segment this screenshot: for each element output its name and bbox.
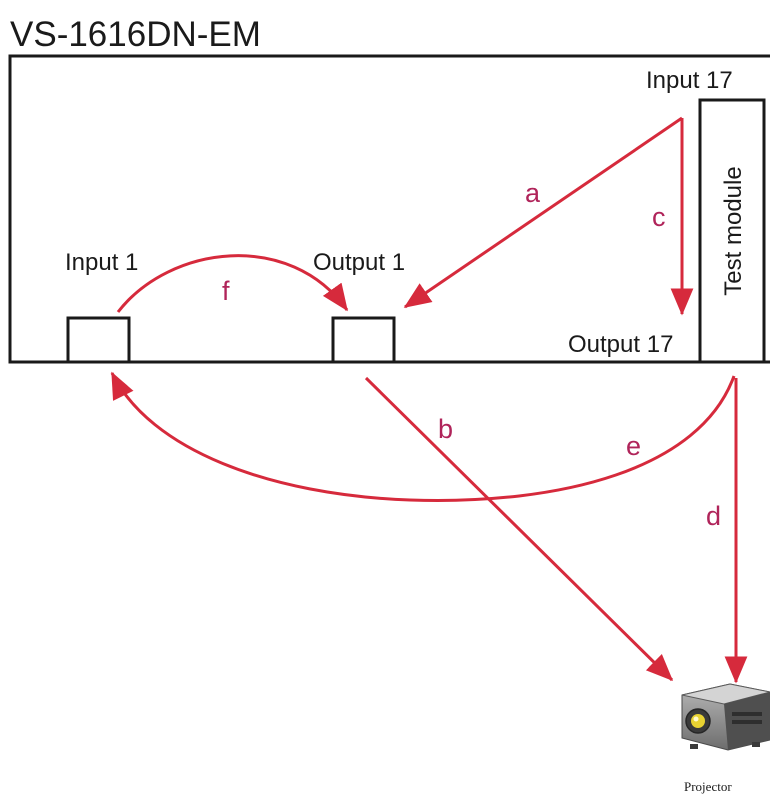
output-1-label: Output 1 (313, 249, 405, 276)
path-d-label: d (706, 501, 721, 531)
path-f-label: f (222, 276, 230, 306)
path-c-label: c (652, 202, 666, 232)
output-17-label: Output 17 (568, 331, 673, 358)
path-e-arrow (110, 371, 736, 502)
projector-icon (681, 683, 770, 751)
path-a-label: a (525, 178, 541, 208)
path-e-label: e (626, 431, 641, 461)
path-a-arrow (403, 116, 683, 309)
test-module-label: Test module (720, 166, 747, 295)
path-b-arrow (364, 376, 674, 682)
input-17-label: Input 17 (646, 67, 733, 94)
projector-label: Projector (684, 779, 732, 794)
path-f-arrow (116, 254, 349, 313)
input-1-label: Input 1 (65, 249, 138, 276)
test-module (698, 98, 766, 364)
device-title: VS-1616DN-EM (10, 15, 261, 54)
input-1-port (66, 316, 131, 364)
path-b-label: b (438, 414, 453, 444)
output-1-port (331, 316, 396, 364)
